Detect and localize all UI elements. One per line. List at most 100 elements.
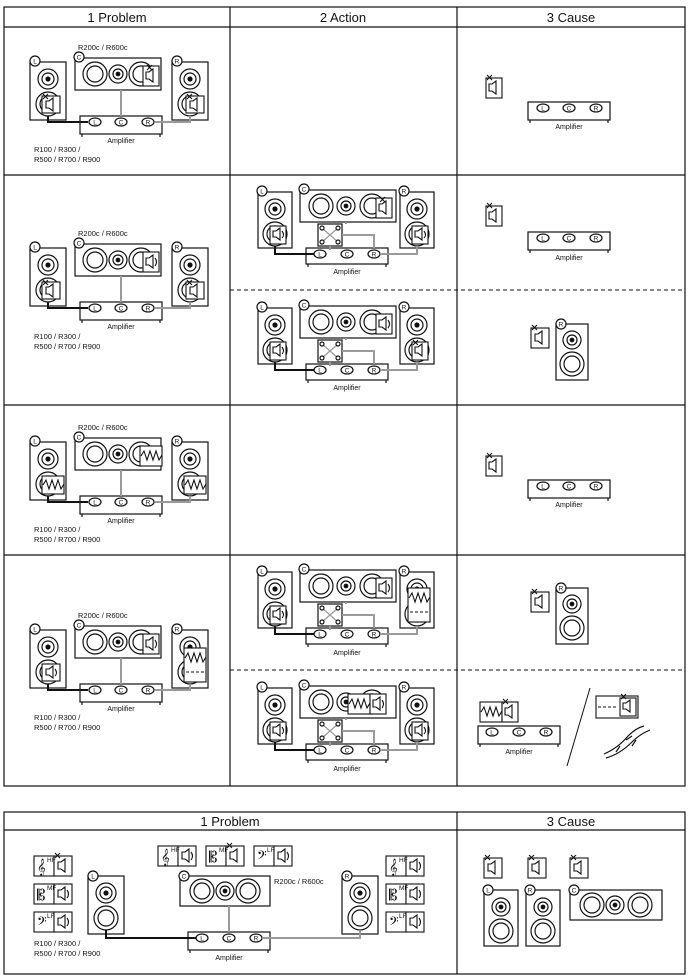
row4-action-a: L C R <box>256 563 435 657</box>
amp-terminal-c: C <box>567 236 572 243</box>
speaker-cables <box>274 718 418 751</box>
center-speaker <box>73 619 162 659</box>
amplifier <box>305 627 389 647</box>
badge-right: R <box>175 439 180 446</box>
distortion-icon <box>139 445 163 467</box>
upper-table <box>3 6 686 787</box>
speaker-cables <box>47 658 191 691</box>
row4-action-b: L C R <box>256 679 435 773</box>
amplifier-label: Amplifier <box>333 269 361 276</box>
badge-center: C <box>572 888 577 895</box>
front-models-label-line2: R500 / R700 / R900 <box>34 155 100 164</box>
row2-problem-setup: R200c / R600c L C <box>29 229 209 351</box>
amp-terminal-c: C <box>227 936 232 943</box>
amp-terminal-r: R <box>146 306 151 313</box>
badge-right: R <box>175 59 180 66</box>
amplifier <box>305 247 389 267</box>
speaker-sound-icon <box>269 225 287 245</box>
mute-icon <box>41 93 61 114</box>
treble-clef-icon: 𝄞 <box>161 849 170 866</box>
badge-center: C <box>302 303 307 310</box>
alto-clef-icon: 𝄡 <box>209 849 217 866</box>
distortion-icon <box>183 647 207 683</box>
badge-right: R <box>402 685 407 692</box>
amplifier-label: Amplifier <box>333 766 361 773</box>
amp-terminal-c: C <box>567 106 572 113</box>
mute-icon <box>501 698 519 723</box>
mute-icons <box>483 854 589 879</box>
amp-terminal-r: R <box>146 688 151 695</box>
mute-icon <box>485 202 503 227</box>
mute-icon <box>485 74 503 99</box>
mute-icon <box>530 324 550 349</box>
amp-terminal-c: C <box>345 632 350 639</box>
front-models-label-line1: R100 / R300 / <box>34 525 81 534</box>
front-models-label-line2: R500 / R700 / R900 <box>34 535 100 544</box>
speaker-cables <box>47 90 191 123</box>
header-cause: 3 Cause <box>547 10 595 25</box>
row-dividers-dashed <box>230 289 685 671</box>
amp-terminal-r: R <box>372 632 377 639</box>
speaker-sound-icon <box>375 577 393 599</box>
alto-clef-icon: 𝄡 <box>37 887 45 904</box>
mute-icon <box>41 279 61 300</box>
speaker-sound-icon <box>369 693 387 715</box>
right-speaker <box>555 582 589 645</box>
amp-terminal-l: L <box>541 236 545 243</box>
bass-clef-icon: 𝄢 <box>37 915 47 932</box>
amp-terminal-c: C <box>119 306 124 313</box>
speaker-sound-icon <box>269 605 287 625</box>
badge-right: R <box>402 189 407 196</box>
distortion-icon <box>183 475 207 495</box>
center-models-label: R200c / R600c <box>78 43 128 52</box>
distortion-icon <box>479 701 503 723</box>
amp-terminal-l: L <box>541 484 545 491</box>
amplifier-label: Amplifier <box>107 518 135 525</box>
mute-icon <box>142 64 160 87</box>
amp-terminal-r: R <box>372 368 377 375</box>
row2-action-a: L C R <box>256 183 435 276</box>
amp-terminal-r: R <box>146 500 151 507</box>
speaker-sound-icon <box>411 225 429 245</box>
header-action: 2 Action <box>320 10 366 25</box>
amplifier-label: Amplifier <box>555 255 583 262</box>
amplifier <box>79 683 163 705</box>
row1-cause: L C R Amplifier <box>485 74 611 131</box>
badge-center: C <box>77 623 82 630</box>
speaker-sound-icon <box>269 341 287 361</box>
amp-terminal-l: L <box>318 368 322 375</box>
left-speaker <box>482 884 519 947</box>
frequency-legend-right <box>385 855 425 933</box>
front-models-label-line2: R500 / R700 / R900 <box>34 723 100 732</box>
bass-clef-icon: 𝄢 <box>257 849 267 866</box>
mf-label: MF <box>399 885 408 892</box>
amplifier-label: Amplifier <box>555 502 583 509</box>
badge-right: R <box>402 569 407 576</box>
header-cause-bottom: 3 Cause <box>547 814 595 829</box>
badge-center: C <box>302 187 307 194</box>
badge-left: L <box>260 569 264 576</box>
center-models-label: R200c / R600c <box>78 229 128 238</box>
amplifier-label: Amplifier <box>107 324 135 331</box>
badge-right: R <box>559 322 564 329</box>
amplifier <box>79 495 163 517</box>
row2-action-b: L C R <box>256 299 435 392</box>
amp-terminal-l: L <box>318 632 322 639</box>
amplifier-label: Amplifier <box>107 138 135 145</box>
amp-terminal-r: R <box>254 936 259 943</box>
amp-terminal-l: L <box>318 748 322 755</box>
badge-right: R <box>528 888 533 895</box>
speaker-cables <box>274 222 418 255</box>
mf-label: MF <box>219 847 228 854</box>
badge-right: R <box>559 586 564 593</box>
distortion-icon <box>41 475 65 495</box>
speaker-cables <box>274 338 418 371</box>
alto-clef-icon: 𝄡 <box>389 887 397 904</box>
row4-cause-b: L C R Amplifier <box>477 687 651 767</box>
badge-left: L <box>33 59 37 66</box>
hf-label: HF <box>399 857 408 864</box>
front-models-label-line2: R500 / R700 / R900 <box>34 949 100 958</box>
treble-clef-icon: 𝄞 <box>37 859 46 876</box>
amp-terminal-l: L <box>93 500 97 507</box>
center-models-label: R200c / R600c <box>78 611 128 620</box>
